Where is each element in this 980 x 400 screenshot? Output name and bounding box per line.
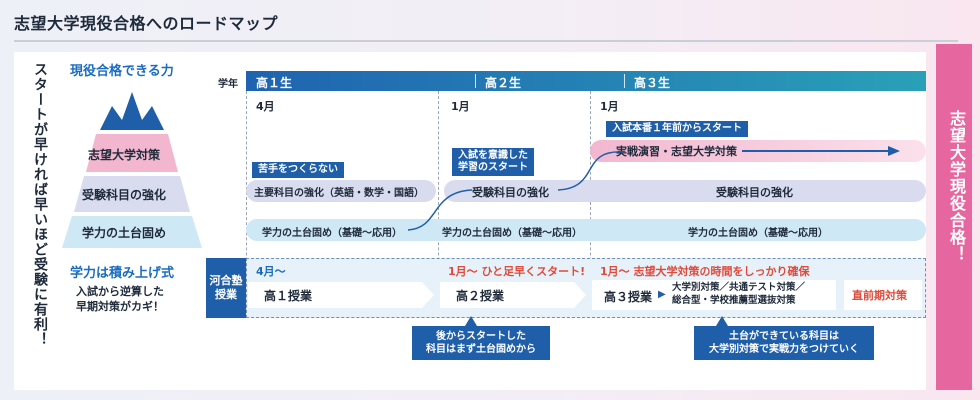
year-label: 学年 [218,79,238,90]
tag-no-weakness: 苦手をつくらない [252,162,344,178]
grade-2: 高２生 [485,76,522,90]
callout-late-start: 後からスタートした 科目はまず土台固めから [412,326,550,360]
callout-pointer [716,316,728,326]
juku-label: 河合塾 授業 [206,258,246,318]
triangle-right-icon: ▶ [658,289,666,300]
row-foundation-bar [246,219,926,241]
phase-2-heading: 1月〜 ひと足早くスタート! [448,265,586,278]
goal-vertical-text: 志望大学現役合格！ [947,110,966,263]
row-strategy-label: 実戦演習・志望大学対策 [616,145,737,158]
row-foundation-label: 学力の土台固め（基礎〜応用） [688,228,828,239]
pyramid-level-2-label: 受験科目の強化 [81,188,166,202]
title-divider [14,40,958,42]
goal-band [936,44,972,390]
phase-1-course: 高１授業 [248,282,434,308]
accumulate-note: 入試から逆算した 早期対策がカギ！ [76,285,164,313]
phase-3-detail: 大学別対策／共通テスト対策／ 総合型・学校推薦型選抜対策 [672,282,806,306]
callout-solid-foundation: 土台ができている科目は 大学別対策で実戦力をつけていく [694,326,874,360]
row-exam-subjects-bar [444,180,926,202]
juku-label-text: 河合塾 授業 [209,274,243,301]
phase-3-course [592,280,836,310]
divider-line [590,91,591,316]
phase-2-course-label: 高２授業 [456,288,505,303]
pyramid-level-3 [62,216,202,248]
month-label: 1月 [600,100,619,113]
callout-pointer [465,316,477,326]
row-exam-subjects-label: 受験科目の強化 [472,186,549,199]
month-label: 1月 [451,100,470,113]
arrow-right-icon [742,146,900,156]
pyramid-level-1 [86,134,178,172]
phase-4-course [844,280,922,310]
divider-line [438,91,439,316]
phase-3-course-label: 高３授業 [604,290,653,304]
pyramid-level-2 [74,176,190,212]
phase-1-heading: 4月〜 [256,265,286,278]
grade-3: 高３生 [634,76,671,90]
grade-bar [246,71,926,91]
month-label: 4月 [256,100,275,113]
tag-one-year-before: 入試本番１年前からスタート [606,121,748,137]
grade-separator [624,74,625,88]
connector-curves [407,151,623,231]
page-title: 志望大学現役合格へのロードマップ [14,14,279,33]
row-exam-subjects-label: 受験科目の強化 [716,186,793,199]
phase-1-course-label: 高１授業 [264,288,313,303]
tag-exam-awareness: 入試を意識した 学習のスタート [452,148,534,176]
row-main-subjects-bar: 主要科目の強化（英語・数学・国語） [246,180,436,202]
row-foundation-label: 学力の土台固め（基礎〜応用） [442,228,582,239]
phase-3-heading: 1月〜 志望大学対策の時間をしっかり確保 [600,265,810,278]
crown-icon [100,92,164,130]
row-main-subjects-label: 主要科目の強化（英語・数学・国語） [254,187,424,199]
divider-line [246,91,247,316]
pyramid-graphic [62,92,202,248]
pyramid-heading: 現役合格できる力 [70,64,174,79]
phase-2-course: 高２授業 [440,282,586,308]
pyramid-level-3-label: 学力の土台固め [81,226,166,240]
phase-4-course-label: 直前期対策 [852,289,907,302]
accumulate-heading: 学力は積み上げ式 [70,266,175,281]
grade-1: 高１生 [256,76,293,90]
pyramid-level-1-label: 志望大学対策 [87,148,160,162]
left-vertical-message: スタートが早ければ早いほど受験に有利！ [32,62,48,347]
row-foundation-label: 学力の土台固め（基礎〜応用） [262,228,402,239]
grade-separator [475,74,476,88]
